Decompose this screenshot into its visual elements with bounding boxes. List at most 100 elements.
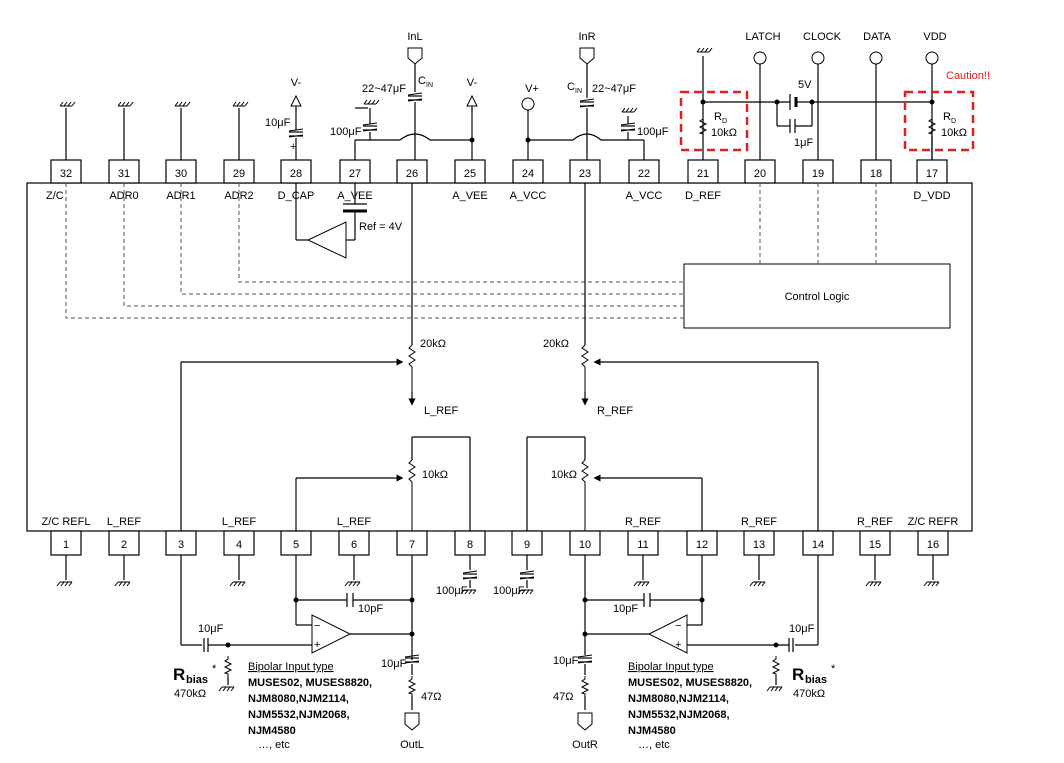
top-pin-number: 17 bbox=[926, 168, 938, 180]
vplus-label: V+ bbox=[525, 83, 539, 95]
bottom-pin-number: 10 bbox=[579, 539, 591, 551]
svg-text:IN: IN bbox=[575, 88, 582, 95]
bipolar-title-right: Bipolar Input type bbox=[628, 661, 714, 673]
bottom-pin-number: 13 bbox=[753, 539, 765, 551]
bottom-pin-label: R_REF bbox=[741, 516, 777, 528]
cin-right-label: 22~47μF bbox=[592, 83, 636, 95]
latch-label: LATCH bbox=[745, 31, 780, 43]
svg-text:NJM5532,NJM2068,: NJM5532,NJM2068, bbox=[628, 709, 730, 721]
cap-1u-label: 1μF bbox=[794, 137, 813, 149]
top-pin-20: 20 bbox=[744, 159, 776, 184]
svg-text:*: * bbox=[212, 663, 217, 675]
pin9-cap-label: 100μF bbox=[493, 585, 525, 597]
top-pin-number: 19 bbox=[812, 168, 824, 180]
rbias-left-value: 470kΩ bbox=[174, 688, 206, 700]
top-pin-17: 17D_VDD bbox=[913, 159, 951, 202]
top-pin-number: 24 bbox=[522, 168, 534, 180]
top-pin-label: Z/C bbox=[46, 190, 64, 202]
bottom-pin-number: 6 bbox=[351, 539, 357, 551]
svg-text:…, etc: …, etc bbox=[258, 739, 290, 751]
bottom-pin-number: 14 bbox=[812, 539, 824, 551]
avcc-pin24: V+ bbox=[521, 83, 573, 160]
bipolar-title-left: Bipolar Input type bbox=[248, 661, 334, 673]
top-pin-label: D_REF bbox=[685, 190, 721, 202]
top-pin-label: ADR1 bbox=[166, 190, 195, 202]
svg-text:R: R bbox=[943, 111, 951, 123]
pot-10k-left: 10kΩ bbox=[422, 469, 448, 481]
bottom-pin-6: 6L_REF bbox=[337, 516, 371, 556]
bottom-pin-13: 13 R_REF bbox=[741, 516, 777, 556]
avee-cap: 100μF bbox=[330, 99, 400, 160]
top-pin-21: 21D_REF bbox=[685, 159, 721, 202]
battery-5v: 5V 1μF bbox=[774, 79, 932, 149]
bottom-pin-15: 15R_REF bbox=[857, 516, 893, 556]
top-pin-number: 32 bbox=[60, 168, 72, 180]
top-pin-number: 21 bbox=[697, 168, 709, 180]
bottom-pin-10: 10 bbox=[569, 530, 601, 556]
bottom-pin-number: 7 bbox=[409, 539, 415, 551]
bottom-pin-9: 9 bbox=[511, 530, 543, 556]
svg-text:bias: bias bbox=[805, 674, 827, 686]
vminus-label-2: V- bbox=[467, 77, 478, 89]
bottom-pin-2: 2L_REF bbox=[107, 516, 141, 556]
svg-text:bias: bias bbox=[186, 674, 208, 686]
vminus-label-1: V- bbox=[291, 77, 302, 89]
cap-10p-right: 10pF bbox=[613, 603, 638, 615]
svg-text:R: R bbox=[173, 665, 185, 684]
out-cap-left: 10μF bbox=[381, 658, 407, 670]
svg-text:D: D bbox=[951, 118, 956, 125]
svg-text:…, etc: …, etc bbox=[638, 739, 670, 751]
bottom-pin-number: 4 bbox=[236, 539, 242, 551]
vdd-label: VDD bbox=[923, 31, 946, 43]
r47-right: 47Ω bbox=[553, 691, 573, 703]
svg-text:−: − bbox=[314, 620, 320, 632]
top-pin-24: 24A_VCC bbox=[510, 159, 546, 202]
out-cap-right: 10μF bbox=[553, 655, 579, 667]
svg-text:C: C bbox=[567, 81, 575, 93]
bottom-pin-number: 5 bbox=[293, 539, 299, 551]
bottom-pin-1: 1Z/C REFL bbox=[42, 516, 90, 556]
svg-text:D: D bbox=[722, 118, 727, 125]
ref-4v-label: Ref = 4V bbox=[359, 221, 403, 233]
svg-text:NJM8080,NJM2114,: NJM8080,NJM2114, bbox=[248, 693, 349, 705]
data-label: DATA bbox=[863, 31, 891, 43]
dcap-cap-label: 10μF bbox=[265, 117, 291, 129]
rbias-right-value: 470kΩ bbox=[793, 688, 825, 700]
pot-20k-right: 20kΩ bbox=[543, 338, 569, 350]
bottom-pin-label: R_REF bbox=[625, 516, 661, 528]
bottom-grounds bbox=[56, 555, 940, 587]
top-pin-19: 19 bbox=[802, 159, 834, 184]
svg-text:NJM5532,NJM2068,: NJM5532,NJM2068, bbox=[248, 709, 350, 721]
cin-left-label: 22~47μF bbox=[362, 83, 406, 95]
bottom-pin-number: 12 bbox=[696, 539, 708, 551]
bottom-pin-number: 16 bbox=[927, 539, 939, 551]
dcap-circuit: V- 10μF + bbox=[265, 77, 304, 160]
svg-text:NJM8080,NJM2114,: NJM8080,NJM2114, bbox=[628, 693, 729, 705]
bottom-pin-3: 3 bbox=[165, 530, 197, 556]
cap-10p-left: 10pF bbox=[358, 603, 383, 615]
top-pin-26: 26 bbox=[396, 159, 428, 184]
top-pin-number: 25 bbox=[464, 168, 476, 180]
svg-text:MUSES02, MUSES8820,: MUSES02, MUSES8820, bbox=[248, 677, 372, 689]
top-pin-number: 27 bbox=[349, 168, 361, 180]
caution-label: Caution!! bbox=[946, 70, 990, 82]
outl-label: OutL bbox=[400, 739, 424, 751]
bottom-pin-7: 7 bbox=[396, 530, 428, 556]
top-pin-number: 23 bbox=[579, 168, 591, 180]
bottom-pin-5: 5 bbox=[280, 530, 312, 556]
clock-label: CLOCK bbox=[803, 31, 842, 43]
top-pin-number: 20 bbox=[754, 168, 766, 180]
top-pin-label: ADR2 bbox=[224, 190, 253, 202]
svg-text:+: + bbox=[290, 141, 296, 153]
svg-text:R: R bbox=[714, 111, 722, 123]
left-attenuator: 20kΩ L_REF 10kΩ bbox=[180, 183, 471, 531]
rd-left-value: 10kΩ bbox=[711, 127, 737, 139]
bottom-pin-number: 8 bbox=[467, 539, 473, 551]
svg-text:−: − bbox=[675, 620, 681, 632]
digital-inputs: LATCH CLOCK DATA VDD bbox=[745, 31, 947, 160]
avee-pin25: V- bbox=[466, 77, 478, 160]
bottom-pin-number: 9 bbox=[524, 539, 530, 551]
